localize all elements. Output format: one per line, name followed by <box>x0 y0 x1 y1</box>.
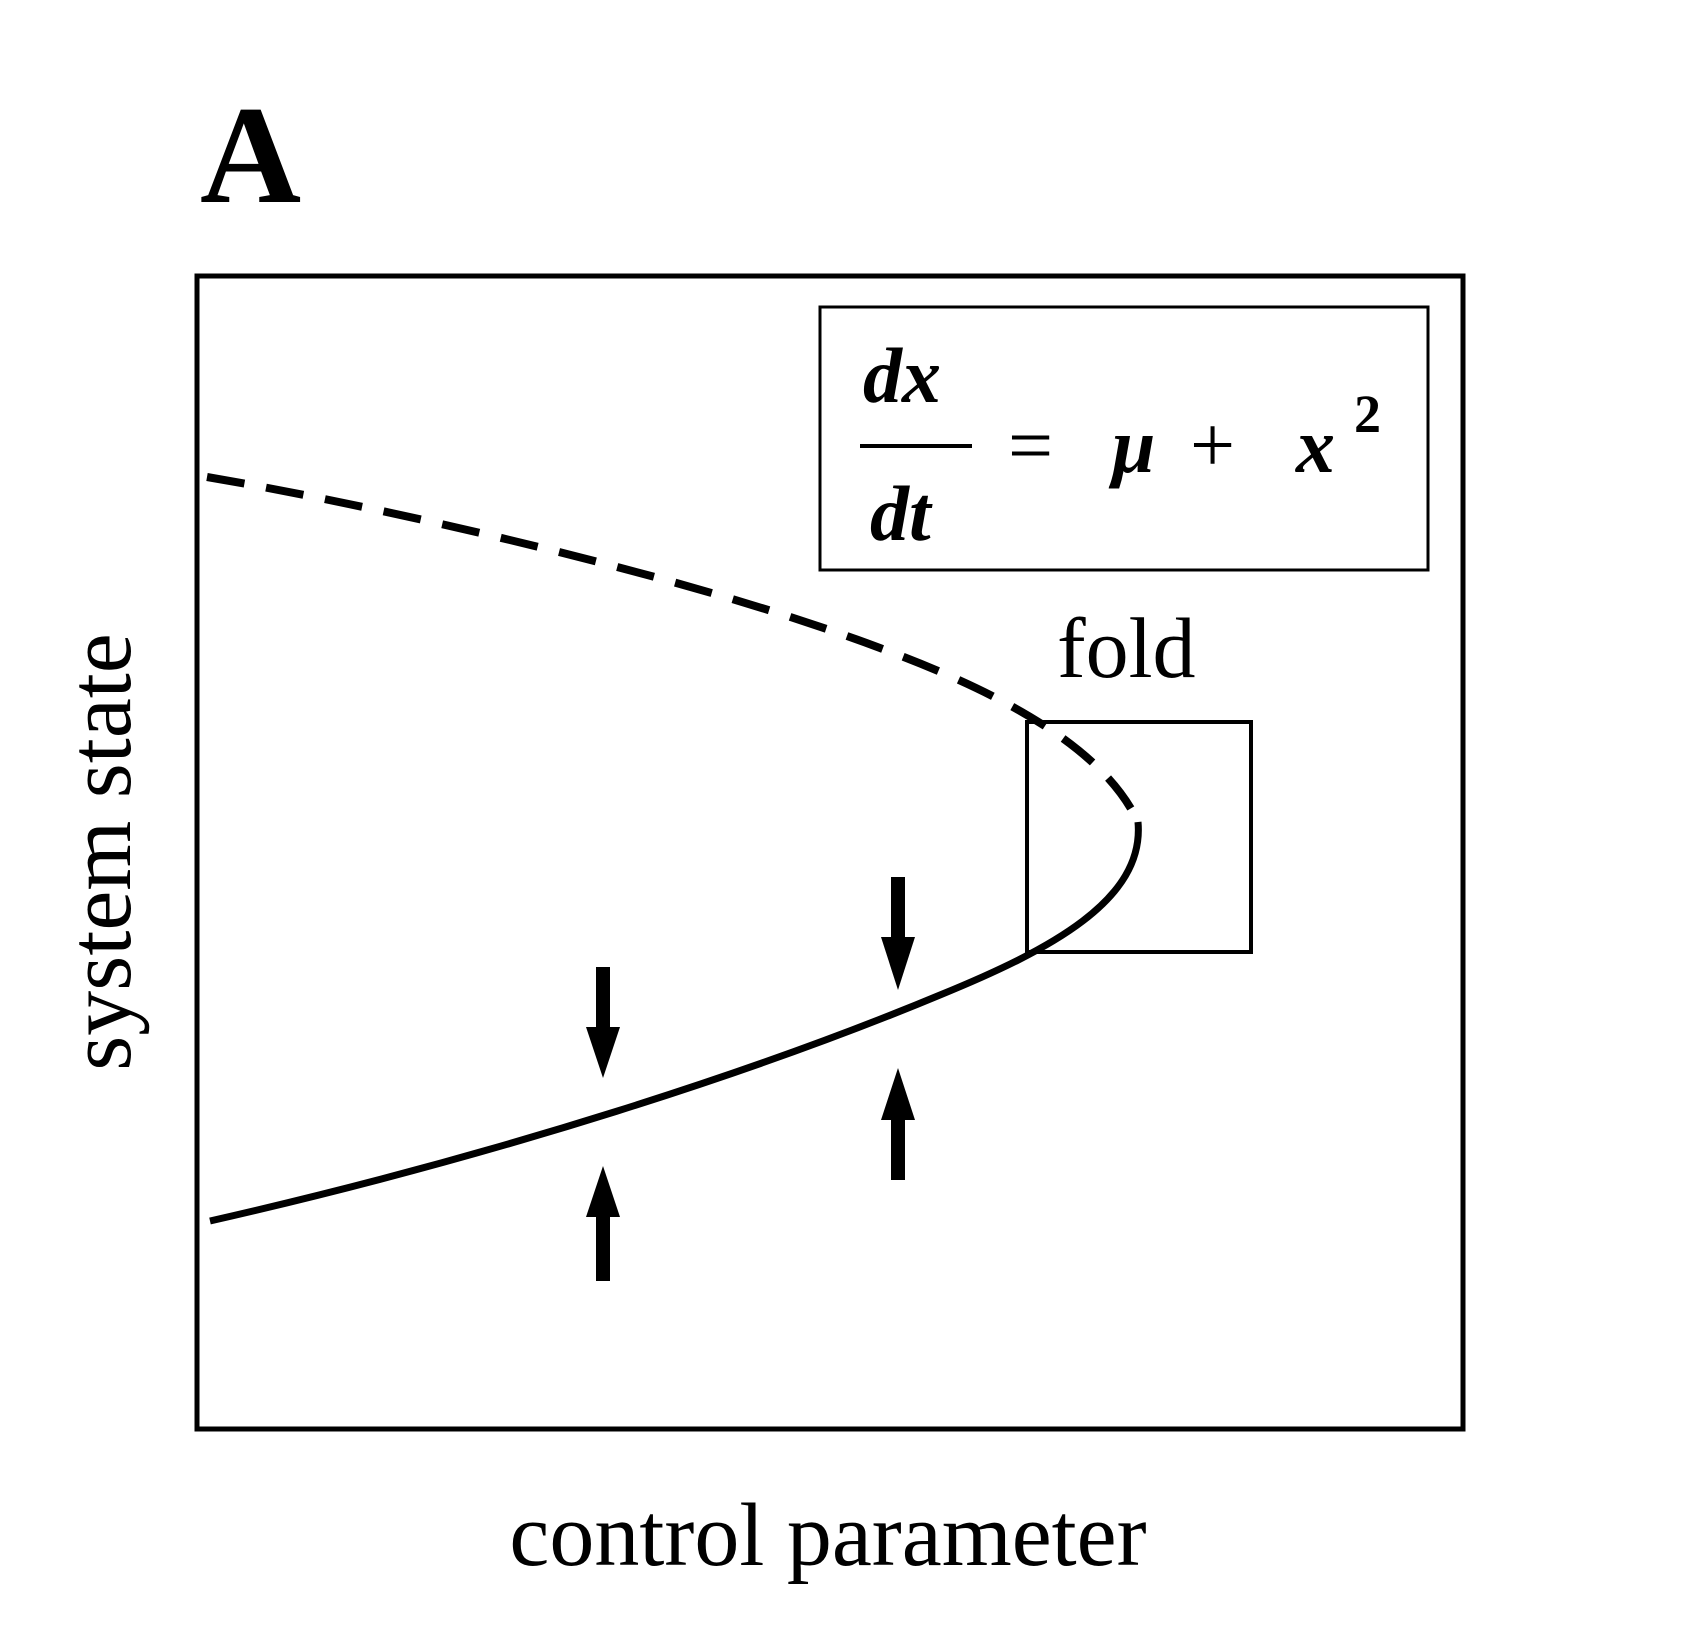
stable-branch <box>209 821 1142 1225</box>
equation-plus: + <box>1190 402 1235 490</box>
equation-numerator: dx <box>863 332 941 419</box>
equation-frame <box>818 305 1430 572</box>
fold-box <box>1025 720 1253 954</box>
x-axis-label: control parameter <box>509 1486 1146 1585</box>
equation-equals: = <box>1008 402 1053 490</box>
y-axis-label: system state <box>51 633 150 1070</box>
fold-label: fold <box>1057 600 1196 696</box>
arrow-down-1 <box>586 967 620 1078</box>
equation-x: x <box>1295 402 1335 489</box>
equation-denominator: dt <box>870 470 933 557</box>
unstable-branch <box>206 473 1142 824</box>
equation-mu: μ <box>1108 402 1155 489</box>
arrow-up-2 <box>881 1068 915 1180</box>
equation-exponent: 2 <box>1354 384 1381 444</box>
arrow-down-2 <box>881 877 915 990</box>
equation-box: dx dt = μ + x 2 <box>818 305 1430 572</box>
arrow-up-1 <box>586 1166 620 1281</box>
panel-label: A <box>200 78 301 233</box>
plot-frame <box>194 273 1466 1432</box>
